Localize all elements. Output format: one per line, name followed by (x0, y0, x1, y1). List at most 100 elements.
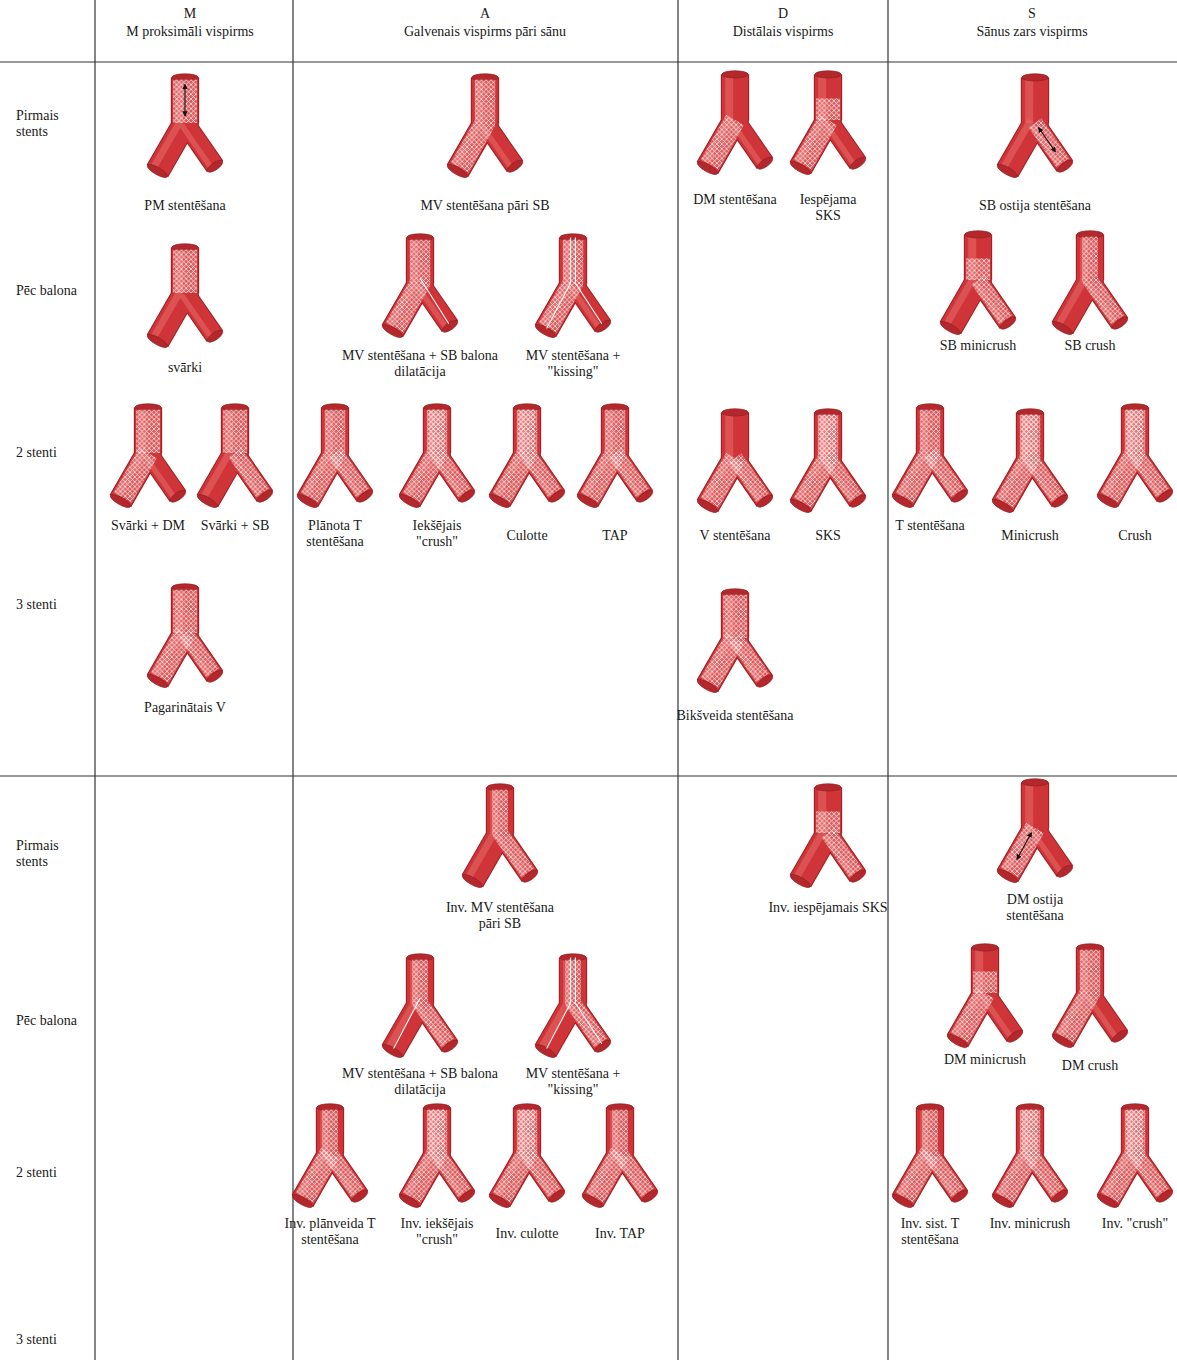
vessel-end (534, 1042, 557, 1060)
vessel-outline (800, 120, 828, 168)
vessel-wall (1035, 123, 1065, 166)
vessel-wall (707, 120, 735, 168)
stent (330, 1110, 358, 1193)
stent-mesh (723, 595, 747, 638)
stent-mesh (930, 1110, 958, 1193)
stent (437, 410, 465, 493)
stent-mesh (335, 453, 363, 493)
column-header: Distālais vispirms (683, 24, 883, 40)
bifurcation-figure (939, 231, 1018, 337)
vessel-wall (120, 453, 148, 501)
vessel-outline (1007, 828, 1035, 876)
stent-mesh (1030, 1110, 1058, 1193)
stent-mesh (1090, 237, 1118, 320)
technique-caption: MV stentēšana + "kissing" (514, 1066, 632, 1098)
stent (173, 80, 197, 123)
stent-mesh (816, 811, 840, 833)
technique-caption: Inv. sist. T stentēšana (876, 1216, 984, 1248)
vessel-highlight (153, 290, 181, 338)
stent (460, 80, 485, 168)
bifurcation-figure (576, 404, 655, 510)
bifurcation-figure (946, 944, 1025, 1050)
stent-mesh (710, 120, 735, 164)
vessel-highlight (203, 450, 231, 498)
bifurcation-figure (996, 779, 1075, 885)
technique-caption: MV stentēšana + SB balona dilatācija (336, 1066, 504, 1098)
row-label: Pēc balona (16, 1013, 88, 1029)
vessel-outline (171, 77, 199, 123)
vessel-end (381, 1042, 404, 1060)
stent (1135, 1110, 1163, 1193)
vessel-wall (235, 453, 265, 496)
bifurcation-figure (196, 404, 275, 510)
column-header: Sānus zars vispirms (892, 24, 1172, 40)
stent-mesh (973, 971, 997, 993)
bifurcation-figure (381, 954, 460, 1060)
stent (960, 993, 985, 1037)
vessel-wall (957, 993, 985, 1041)
stent (828, 833, 856, 873)
stent (973, 971, 997, 993)
technique-caption: MV stentēšana + "kissing" (514, 348, 632, 380)
stent-mesh (500, 790, 528, 873)
vessel-outline (615, 453, 645, 496)
technique-caption: Inv. TAP (590, 1226, 650, 1242)
guide-wire (420, 278, 449, 324)
vessel-end (146, 332, 169, 350)
vessel-wall (615, 453, 645, 496)
technique-caption: Inv. iespējamais SKS (768, 900, 888, 916)
technique-caption: DM crush (1045, 1058, 1135, 1074)
technique-caption: Svārki + DM (110, 518, 186, 534)
vessel-end (169, 488, 188, 504)
bifurcation-figure (891, 404, 970, 510)
vessel-wall (978, 280, 1008, 323)
vessel-outline (735, 638, 765, 681)
bifurcation-figure (1051, 231, 1130, 337)
stent-mesh (1110, 410, 1135, 498)
stent-mesh (573, 960, 601, 1043)
stent-mesh (548, 240, 573, 328)
vessel-highlight (796, 830, 824, 878)
vessel-highlight (1003, 120, 1031, 168)
stent-mesh (1135, 1110, 1163, 1193)
length-arrow (1039, 128, 1056, 152)
stent-mesh (330, 1110, 358, 1193)
bifurcation-figure (696, 409, 775, 515)
stent-mesh (905, 410, 930, 498)
stent (816, 811, 840, 833)
stent-mesh (527, 410, 555, 493)
vessel-wall (735, 458, 765, 501)
bifurcation-figure (1051, 944, 1130, 1050)
stent-mesh (305, 1153, 330, 1197)
technique-caption: svārki (135, 360, 235, 376)
bifurcation-figure (109, 404, 188, 510)
vessel-wall (972, 947, 998, 993)
stent-mesh (595, 1153, 620, 1197)
stent (816, 98, 840, 120)
vessel-highlight (725, 74, 733, 120)
stent (615, 453, 643, 493)
technique-caption: V stentēšana (685, 528, 785, 544)
stent-mesh (620, 1110, 648, 1193)
stent-mesh (735, 458, 763, 498)
grid-line (292, 0, 293, 1360)
stent (1065, 950, 1090, 1038)
vessel-outline (171, 587, 199, 633)
vessel-highlight (541, 1000, 569, 1048)
technique-caption: MV stentēšana pāri SB (375, 198, 595, 214)
bifurcation-figure (789, 71, 868, 177)
grid-line (0, 61, 1177, 62)
stent (412, 1110, 437, 1198)
vessel-end (722, 409, 748, 416)
stent (420, 960, 448, 1043)
technique-caption: Pagarinātais V (120, 700, 250, 716)
technique-caption: Crush (1100, 528, 1170, 544)
vessel-outline (814, 787, 842, 833)
vessel-end (506, 158, 525, 174)
vessel-end (1022, 74, 1048, 81)
vessel-highlight (1058, 277, 1086, 325)
vessel-highlight (468, 830, 496, 878)
vessel-end (722, 71, 748, 78)
technique-caption: Iekšējais "crush" (392, 518, 482, 550)
